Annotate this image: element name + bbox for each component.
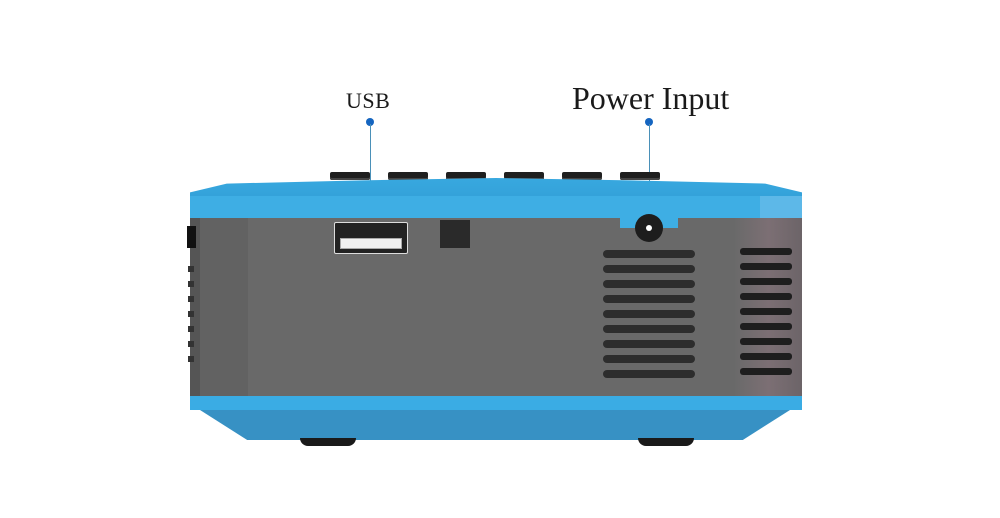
side-connector: [188, 281, 194, 287]
usb-label: USB: [346, 88, 391, 113]
vent-slot: [603, 310, 695, 318]
top-band: [190, 196, 802, 218]
top-button: [330, 172, 370, 180]
vent-slot: [740, 338, 792, 345]
ir-receiver-window: [440, 220, 470, 248]
vent-slot: [740, 308, 792, 315]
vent-slot: [603, 340, 695, 348]
vent-slot: [603, 355, 695, 363]
vent-slot: [740, 263, 792, 270]
left-edge: [190, 218, 200, 396]
vent-slot: [740, 368, 792, 375]
vent-slot: [740, 248, 792, 255]
vent-slot: [603, 370, 695, 378]
top-button: [562, 172, 602, 180]
side-connector: [188, 296, 194, 302]
side-connector: [188, 266, 194, 272]
vent-slot: [740, 278, 792, 285]
vent-slot: [603, 280, 695, 288]
vent-slot: [603, 295, 695, 303]
side-connector: [188, 356, 194, 362]
right-foot: [638, 438, 694, 446]
left-foot: [300, 438, 356, 446]
power-input-port: [635, 214, 663, 242]
hdmi-port: [187, 226, 196, 248]
side-connector: [188, 341, 194, 347]
usb-tongue: [340, 238, 402, 249]
bottom-shell: [200, 410, 790, 440]
top-button: [620, 172, 660, 180]
power-callout-dot: [645, 118, 653, 126]
top-band-highlight: [760, 196, 802, 218]
vent-slot: [740, 353, 792, 360]
usb-leader-line: [370, 124, 371, 222]
rear-panel: [190, 218, 802, 396]
left-side-ports: [186, 226, 198, 376]
vent-slot: [740, 293, 792, 300]
vent-slot: [740, 323, 792, 330]
usb-callout-dot: [366, 118, 374, 126]
top-button: [504, 172, 544, 180]
bottom-band: [190, 396, 802, 410]
usb-port: [334, 222, 408, 254]
vent-slot: [603, 265, 695, 273]
top-button: [446, 172, 486, 180]
vent-slot: [603, 325, 695, 333]
top-button: [388, 172, 428, 180]
side-connector: [188, 311, 194, 317]
power-pin: [646, 225, 652, 231]
side-connector: [188, 326, 194, 332]
right-side-panel: [735, 218, 802, 396]
left-shade: [200, 218, 248, 396]
vent-slot: [603, 250, 695, 258]
power-input-label: Power Input: [572, 80, 730, 116]
